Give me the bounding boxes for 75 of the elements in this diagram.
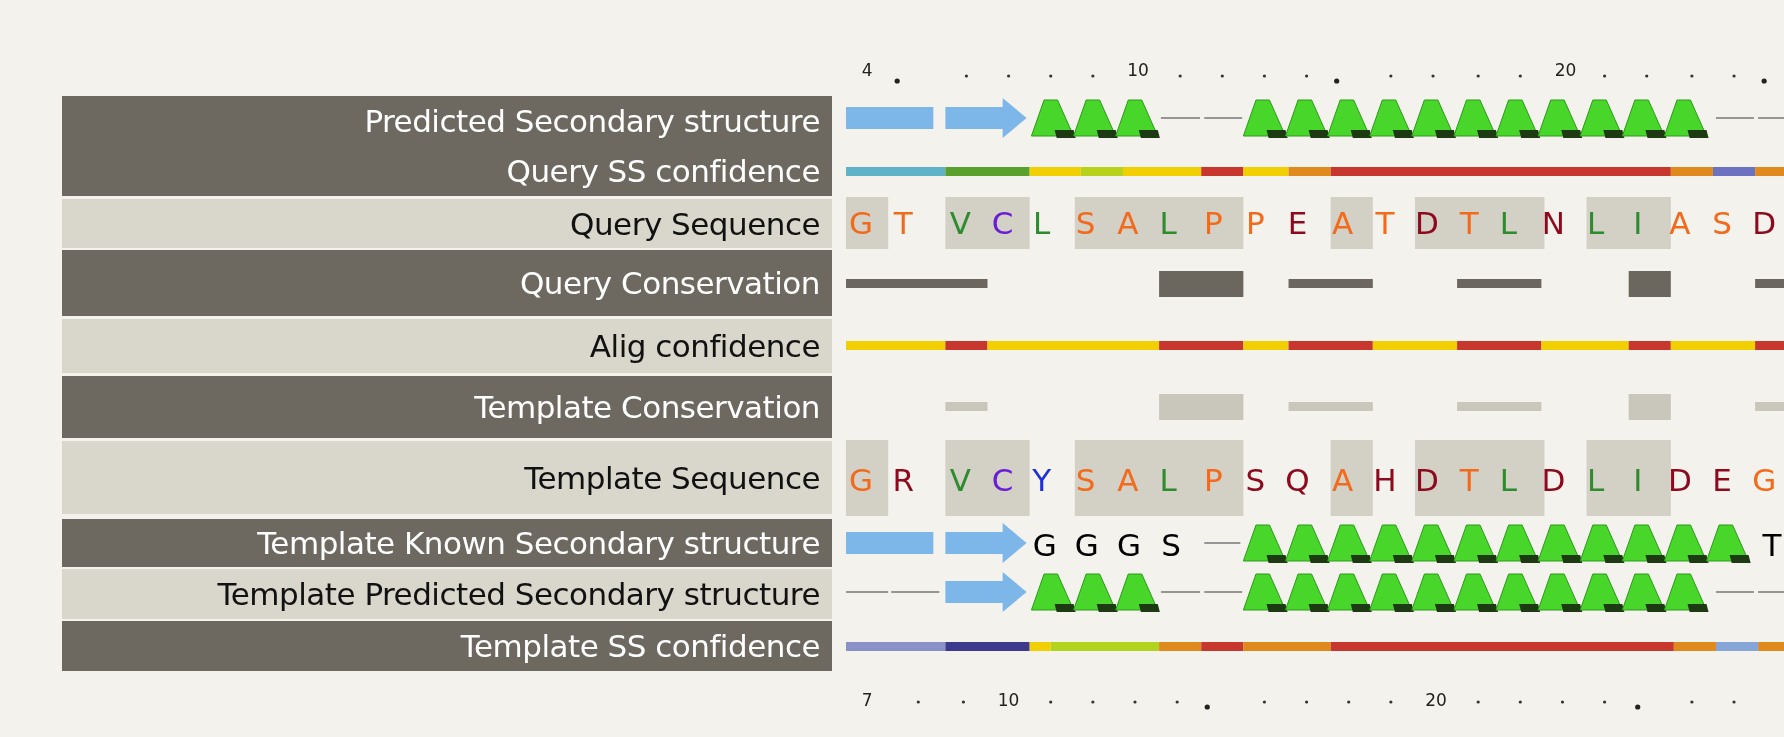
residue-letter: T (1375, 207, 1395, 239)
secondary-structure-code: T (1762, 529, 1782, 561)
residue-letter: L (1499, 464, 1517, 496)
row-header-band (62, 621, 832, 671)
ruler-number: 20 (1425, 691, 1447, 709)
residue-letter: L (1159, 464, 1177, 496)
residue-letter: D (1667, 464, 1692, 496)
row-label: Query Sequence (570, 205, 820, 242)
residue-letter: P (1203, 207, 1223, 239)
residue-letter: A (1117, 207, 1139, 239)
ruler-number: 20 (1554, 61, 1577, 79)
ruler-number: 10 (997, 691, 1020, 709)
residue-letter: Y (1032, 464, 1052, 496)
residue-letter: G (849, 207, 874, 239)
residue-letter: I (1633, 207, 1643, 239)
residue-letter: G (849, 464, 874, 496)
residue-letter: S (1712, 207, 1732, 239)
row-header-band (62, 250, 832, 316)
residue-letter: V (949, 464, 971, 496)
row-label: Template Predicted Secondary structure (217, 576, 820, 612)
row-label: Template Sequence (524, 459, 820, 496)
residue-letter: R (892, 464, 914, 496)
secondary-structure-code: G (1116, 529, 1141, 561)
row-header-band (62, 96, 832, 146)
residue-letter: A (1117, 464, 1139, 496)
residue-letter: A (1332, 207, 1354, 239)
residue-letter: C (991, 207, 1014, 239)
residue-letter: L (1586, 464, 1605, 496)
row-header-band (62, 376, 832, 438)
residue-letter: P (1203, 464, 1223, 496)
residue-letter: A (1669, 207, 1691, 239)
row-label: Query Conservation (519, 265, 820, 301)
residue-letter: P (1246, 207, 1265, 239)
residue-letter: D (1415, 207, 1439, 239)
row-header-band (62, 199, 832, 248)
residue-letter: T (893, 207, 913, 239)
row-label: Template SS confidence (460, 628, 820, 664)
row-header-band (62, 569, 832, 619)
residue-letter: V (949, 207, 971, 239)
residue-letter: T (1459, 464, 1479, 496)
row-label: Predicted Secondary structure (364, 103, 820, 139)
row-label: Template Conservation (474, 389, 820, 425)
residue-letter: G (1752, 464, 1777, 496)
residue-letter: E (1712, 464, 1732, 496)
ruler-number: 7 (861, 691, 873, 709)
ruler-number: 4 (861, 61, 873, 79)
row-header-band (62, 441, 832, 514)
residue-letter: C (991, 464, 1014, 496)
row-header-band (62, 519, 832, 567)
row-header-band (62, 319, 832, 373)
residue-letter: Q (1285, 464, 1310, 496)
residue-letter: I (1633, 464, 1643, 496)
row-label: Template Known Secondary structure (257, 525, 820, 561)
residue-letter: N (1541, 207, 1565, 239)
ruler-number: 10 (1127, 61, 1149, 79)
secondary-structure-code: G (1032, 529, 1057, 561)
residue-letter: D (1415, 464, 1439, 496)
residue-letter: L (1159, 207, 1177, 239)
row-label: Alig confidence (589, 328, 820, 364)
residue-letter: D (1752, 207, 1777, 239)
residue-letter: H (1373, 464, 1397, 496)
row-header-band (62, 146, 832, 196)
residue-letter: L (1586, 207, 1605, 239)
residue-letter: L (1033, 207, 1051, 239)
row-label: Query SS confidence (506, 153, 820, 189)
residue-letter: T (1459, 207, 1479, 239)
residue-letter: L (1499, 207, 1517, 239)
residue-letter: E (1287, 207, 1308, 239)
residue-letter: A (1332, 464, 1354, 496)
secondary-structure-code: S (1161, 529, 1181, 561)
residue-letter: S (1075, 207, 1096, 239)
residue-letter: S (1245, 464, 1266, 496)
residue-letter: D (1541, 464, 1566, 496)
secondary-structure-code: G (1074, 529, 1099, 561)
residue-letter: S (1075, 464, 1096, 496)
